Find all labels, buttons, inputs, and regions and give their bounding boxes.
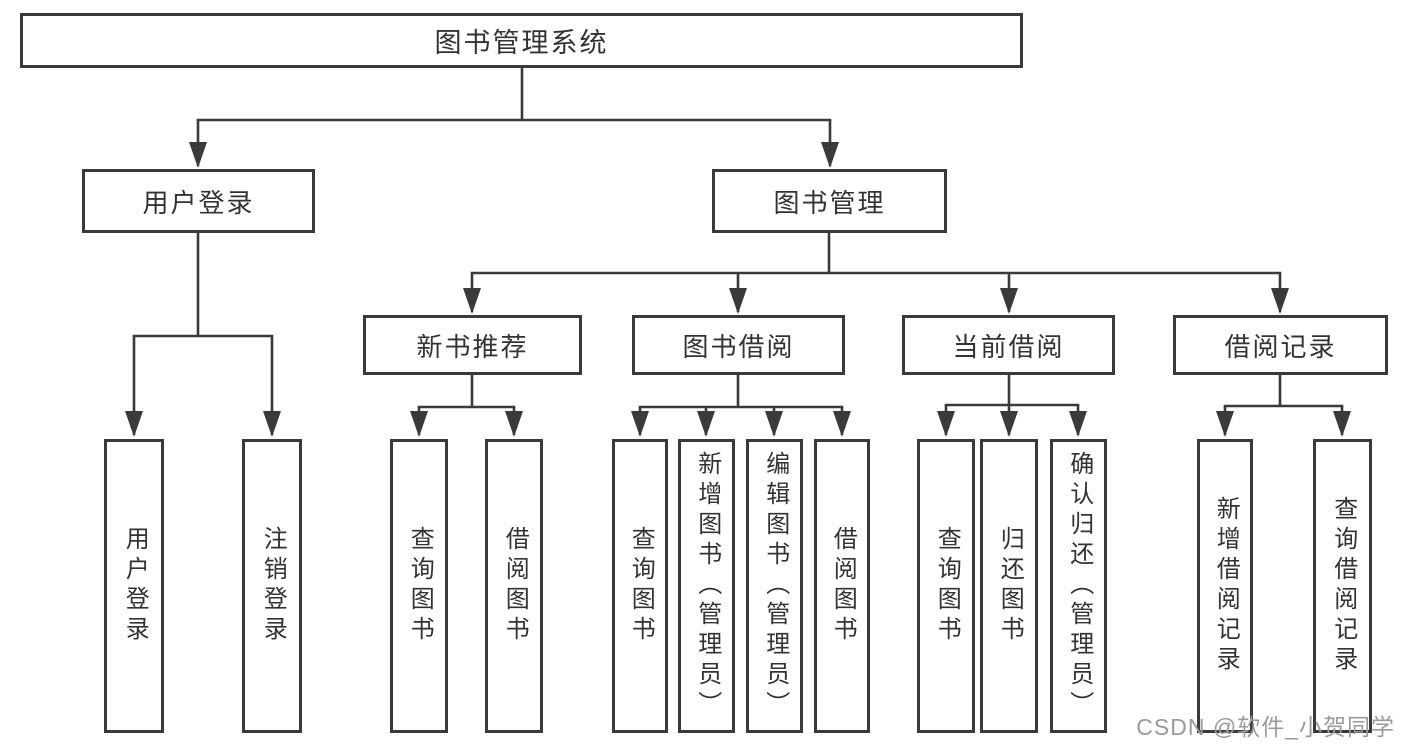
node-label: 确认归还（管理员）	[1065, 451, 1093, 721]
node-label: 查询图书	[933, 526, 961, 646]
csdn-watermark: CSDN @软件_小贺同学	[1136, 714, 1395, 740]
node-current-borrow: 当前借阅	[902, 315, 1115, 375]
node-label: 用户登录	[142, 187, 255, 218]
node-label: 借阅图书	[501, 526, 529, 646]
node-label: 用户登录	[121, 526, 149, 646]
node-label: 图书管理	[773, 187, 886, 218]
node-user-login: 用户登录	[82, 169, 315, 233]
node-book-management: 图书管理	[712, 169, 947, 233]
node-label: 查询图书	[406, 526, 434, 646]
node-label: 借阅图书	[829, 526, 857, 646]
leaf-logout: 注销登录	[242, 439, 302, 733]
node-label: 新书推荐	[416, 331, 529, 362]
node-label: 查询图书	[627, 526, 655, 646]
node-label: 编辑图书（管理员）	[761, 451, 789, 721]
node-label: 当前借阅	[952, 331, 1065, 362]
leaf-br-query-record: 查询借阅记录	[1313, 439, 1372, 733]
node-label: 查询借阅记录	[1329, 496, 1357, 676]
leaf-bb-query-book: 查询图书	[612, 439, 668, 733]
node-label: 注销登录	[259, 526, 287, 646]
node-label: 归还图书	[996, 526, 1024, 646]
node-library-system: 图书管理系统	[20, 13, 1023, 68]
leaf-cb-return-book: 归还图书	[980, 439, 1038, 733]
node-label: 图书借阅	[682, 331, 795, 362]
node-label: 借阅记录	[1224, 331, 1337, 362]
leaf-nb-borrow-book: 借阅图书	[485, 439, 543, 733]
node-book-borrow: 图书借阅	[632, 315, 845, 375]
leaf-bb-add-book: 新增图书（管理员）	[678, 439, 735, 733]
leaf-br-add-record: 新增借阅记录	[1197, 439, 1253, 733]
leaf-cb-query-book: 查询图书	[917, 439, 975, 733]
leaf-user-login: 用户登录	[104, 439, 164, 733]
node-label: 新增图书（管理员）	[693, 451, 721, 721]
node-label: 新增借阅记录	[1212, 496, 1240, 676]
node-borrow-record: 借阅记录	[1173, 315, 1388, 375]
leaf-nb-query-book: 查询图书	[390, 439, 448, 733]
node-label: 图书管理系统	[434, 28, 609, 58]
node-new-book-recommend: 新书推荐	[363, 315, 582, 375]
leaf-cb-confirm-return: 确认归还（管理员）	[1050, 439, 1107, 733]
leaf-bb-borrow-book: 借阅图书	[814, 439, 870, 733]
leaf-bb-edit-book: 编辑图书（管理员）	[746, 439, 803, 733]
